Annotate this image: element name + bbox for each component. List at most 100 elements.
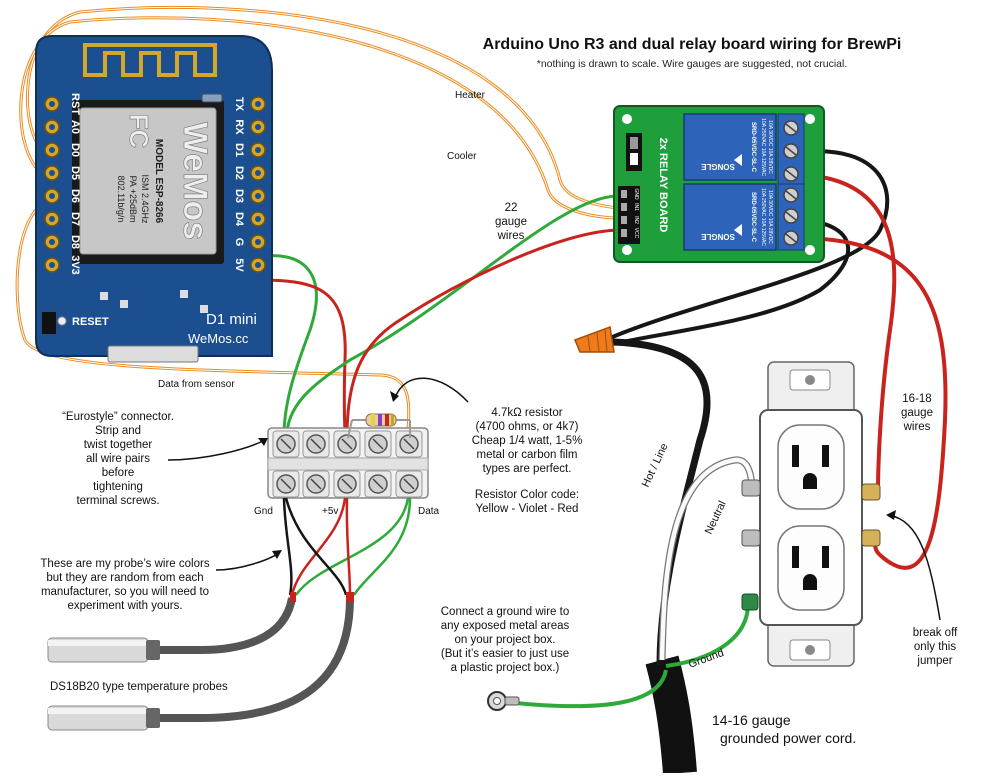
break-off-label: break off only this jumper [913, 627, 958, 667]
wemos-d1-mini-board: WeMos MODEL ESP-8266 ISM 2.4GHz PA +25dB… [35, 35, 273, 363]
svg-text:manufacturer, so you will need: manufacturer, so you will need to [41, 586, 209, 598]
eurostyle-arrow [167, 439, 266, 461]
relay-red-wire-2 [802, 236, 948, 570]
pin-label-left: D5 [69, 166, 81, 180]
svg-text:grounded power cord.: grounded power cord. [720, 730, 856, 746]
relay-black-wire-1 [609, 149, 890, 340]
pin-label-right: G [233, 238, 245, 247]
probes-label: DS18B20 type temperature probes [50, 681, 228, 693]
model-name: D1 mini [206, 311, 257, 328]
pin-label-left: A0 [69, 120, 81, 134]
wires1618-label: 16-18 gauge wires [901, 393, 933, 433]
relay-pin-label: GND [633, 188, 639, 200]
svg-text:Resistor Color code:: Resistor Color code: [475, 489, 579, 501]
chip-line1: ISM 2.4GHz [140, 174, 150, 224]
relay-rating: 10A 250VAC 10A 125VAC [760, 188, 766, 246]
probe-arrow [215, 551, 281, 571]
data-label: Data [418, 506, 440, 517]
data-from-sensor-label: Data from sensor [158, 379, 235, 390]
svg-text:Strip and: Strip and [95, 425, 141, 437]
chip-brand: WeMos [176, 122, 214, 240]
svg-text:22: 22 [505, 202, 518, 214]
relay-rating: 10A 30VDC 10A 28VDC [767, 190, 773, 244]
svg-text:twist together: twist together [84, 439, 153, 451]
svg-text:Cheap 1/4 watt, 1-5%: Cheap 1/4 watt, 1-5% [472, 435, 583, 447]
fcc-logo: FC [124, 114, 154, 149]
pin-label-right: 5V [233, 258, 245, 272]
pin-label-left: D8 [69, 235, 81, 249]
svg-text:break off: break off [913, 627, 958, 639]
probe-colors-note: These are my probe’s wire colors but the… [40, 558, 209, 612]
probe2-black [284, 497, 348, 596]
pin-label-left: D6 [69, 189, 81, 203]
pin-label-right: D2 [233, 166, 245, 180]
svg-text:types are perfect.: types are perfect. [483, 463, 572, 475]
power-cord-label: 14-16 gauge grounded power cord. [712, 712, 856, 746]
svg-text:(But it’s easier to just use: (But it’s easier to just use [441, 648, 569, 660]
probe2-cable [158, 597, 354, 722]
pin-label-right: TX [233, 97, 245, 112]
svg-text:but they are random from each: but they are random from each [46, 572, 203, 584]
svg-text:Yellow - Violet - Red: Yellow - Violet - Red [476, 503, 579, 515]
chip-line2: PA +25dBm [128, 175, 138, 222]
svg-text:all wire pairs: all wire pairs [86, 453, 150, 465]
wires22-label: 22 gauge wires [495, 202, 527, 242]
relay-rating: 10A 250VAC 10A 125VAC [760, 118, 766, 176]
relay-brand: SONGLE [700, 162, 734, 171]
relay-rating: 10A 30VDC 10A 28VDC [767, 120, 773, 174]
svg-text:before: before [102, 467, 135, 479]
svg-text:4.7kΩ resistor: 4.7kΩ resistor [491, 407, 562, 419]
wire-nut [574, 325, 615, 353]
ring-terminal [487, 691, 520, 711]
hot-line-label: Hot / Line [640, 442, 671, 490]
duplex-outlet [741, 361, 881, 667]
reset-label: RESET [72, 316, 109, 328]
box-ground-wire [505, 669, 668, 709]
svg-text:gauge: gauge [495, 216, 527, 228]
probe1-red [290, 497, 347, 596]
svg-text:jumper: jumper [916, 655, 952, 667]
chip-line3: 802.11b/g/n [116, 176, 126, 223]
resistor [347, 413, 411, 439]
relay-gnd-wire [285, 194, 619, 433]
relay-board-label: 2x RELAY BOARD [657, 138, 669, 233]
svg-text:(4700 ohms, or 4k7): (4700 ohms, or 4k7) [476, 421, 579, 433]
probe2-red [345, 497, 352, 596]
neutral-label: Neutral [703, 499, 729, 536]
pin-label-left: D7 [69, 212, 81, 226]
cooler-label: Cooler [447, 151, 477, 162]
svg-text:experiment with yours.: experiment with yours. [67, 600, 182, 612]
gnd-wire [257, 254, 318, 433]
svg-text:on your project box.: on your project box. [454, 634, 555, 646]
svg-text:14-16 gauge: 14-16 gauge [712, 712, 791, 728]
relay-brand: SONGLE [700, 232, 734, 241]
pin-label-right: RX [233, 119, 245, 135]
probe1-cable [158, 597, 296, 654]
pin-label-right: D3 [233, 189, 245, 203]
site-name: WeMos.cc [188, 331, 249, 346]
relay-vcc-wire [345, 228, 619, 433]
eurostyle-note: “Eurostyle” connector. Strip and twist t… [62, 411, 174, 507]
ground-label: Ground [687, 647, 726, 671]
ground-wire [665, 603, 750, 668]
svg-text:metal or carbon film: metal or carbon film [477, 449, 578, 461]
resistor-arrow [394, 377, 469, 403]
svg-text:“Eurostyle” connector.: “Eurostyle” connector. [62, 411, 174, 423]
resistor-note: 4.7kΩ resistor (4700 ohms, or 4k7) Cheap… [472, 407, 583, 515]
svg-text:tightening: tightening [93, 481, 143, 493]
svg-text:any exposed metal areas: any exposed metal areas [441, 620, 570, 632]
svg-text:terminal screws.: terminal screws. [76, 495, 159, 507]
relay-pin-label: VCC [633, 228, 639, 239]
svg-text:Connect a ground wire to: Connect a ground wire to [441, 606, 570, 618]
svg-text:only this: only this [914, 641, 956, 653]
diagram-subtitle: *nothing is drawn to scale. Wire gauges … [537, 58, 848, 70]
ground-note: Connect a ground wire to any exposed met… [441, 606, 570, 674]
relay-pin-label: IN2 [633, 216, 639, 224]
probe1-black [282, 497, 293, 596]
svg-text:gauge: gauge [901, 407, 933, 419]
svg-text:a plastic project box.): a plastic project box.) [451, 662, 560, 674]
probe2-green [352, 497, 412, 596]
